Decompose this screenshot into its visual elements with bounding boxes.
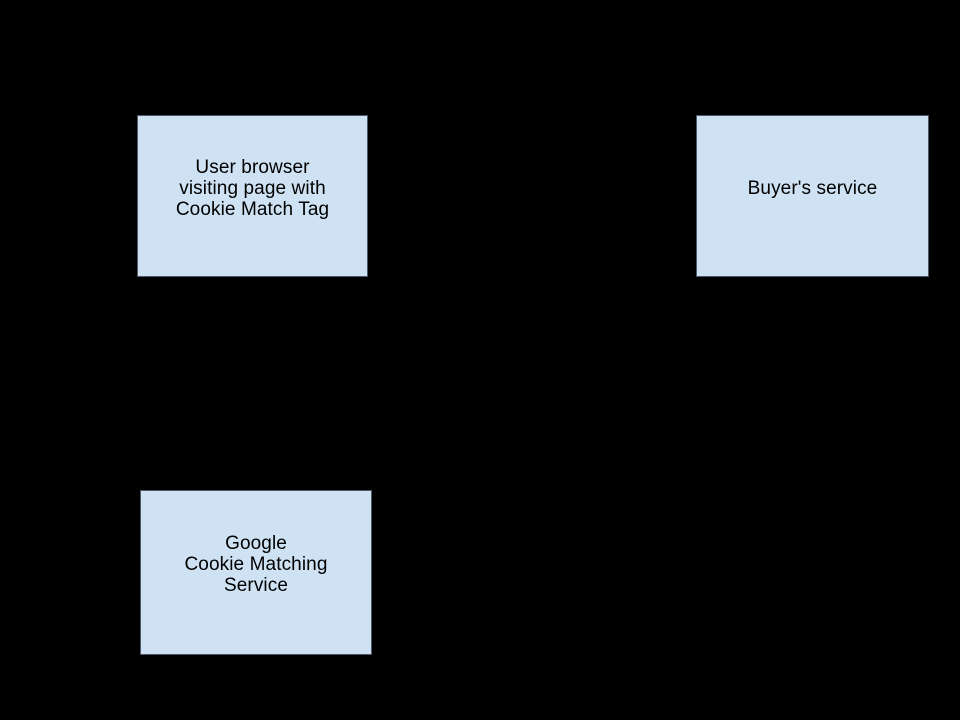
- node-user-browser: User browser visiting page with Cookie M…: [137, 115, 368, 277]
- node-google-cms-label: Google Cookie Matching Service: [184, 533, 327, 596]
- node-user-browser-label: User browser visiting page with Cookie M…: [176, 157, 329, 220]
- node-label-line: Cookie Match Tag: [175, 198, 330, 220]
- node-google-cookie-matching-service: Google Cookie Matching Service: [140, 490, 372, 655]
- node-label-line: User browser: [195, 156, 310, 178]
- node-label-line: visiting page with: [179, 177, 326, 199]
- node-buyers-service-label: Buyer's service: [748, 178, 878, 199]
- node-label-line: Buyer's service: [747, 177, 878, 199]
- node-label-line: Service: [223, 575, 289, 596]
- node-buyers-service: Buyer's service: [696, 115, 929, 277]
- node-label-line: Cookie Matching: [184, 554, 328, 575]
- node-label-line: Google: [225, 533, 287, 554]
